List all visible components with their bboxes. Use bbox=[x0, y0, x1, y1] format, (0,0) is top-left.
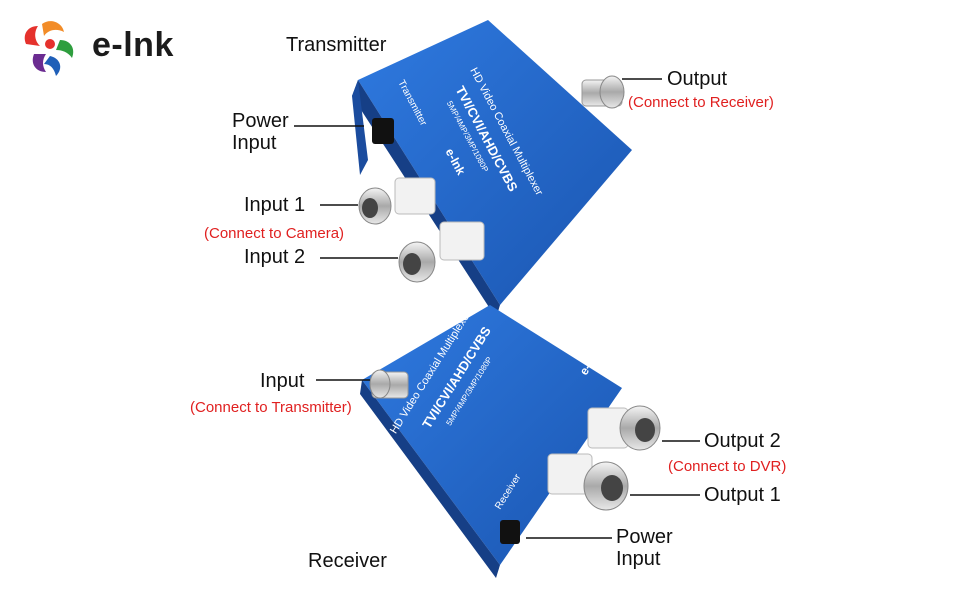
transmitter-output-label: Output bbox=[667, 68, 728, 90]
receiver-device: HD Video Coaxial Multiplexer TVI/CVI/AHD… bbox=[360, 305, 661, 578]
transmitter-output-note: (Connect to Receiver) bbox=[628, 94, 774, 111]
transmitter-power-label-line2: Input bbox=[232, 132, 277, 154]
receiver-output2-note: (Connect to DVR) bbox=[668, 458, 787, 475]
transmitter-title: Transmitter bbox=[286, 34, 387, 56]
transmitter-input1-connector bbox=[358, 177, 436, 225]
receiver-title: Receiver bbox=[308, 550, 387, 572]
receiver-output1-label: Output 1 bbox=[704, 484, 781, 506]
receiver-power-label: Power Input bbox=[616, 526, 673, 570]
leader-lines bbox=[294, 78, 700, 539]
receiver-output2-connector bbox=[587, 405, 661, 451]
receiver-power-label-line1: Power bbox=[616, 526, 673, 548]
receiver-input-connector bbox=[369, 369, 409, 399]
receiver-output1-connector bbox=[547, 453, 629, 511]
transmitter-device: HD Video Coaxial Multiplexer TVI/CVI/AHD… bbox=[352, 20, 632, 318]
transmitter-power-label-line1: Power bbox=[232, 110, 289, 132]
transmitter-input2-connector bbox=[398, 221, 485, 283]
receiver-input-label: Input bbox=[260, 370, 305, 392]
receiver-power-label-line2: Input bbox=[616, 548, 661, 570]
transmitter-input1-label: Input 1 bbox=[244, 194, 306, 216]
brand-name: e-lnk bbox=[92, 26, 174, 64]
transmitter-output-connector bbox=[581, 75, 625, 109]
receiver-output2-label: Output 2 bbox=[704, 430, 781, 452]
transmitter-input2-label: Input 2 bbox=[244, 246, 306, 268]
transmitter-power-label: Power Input bbox=[232, 110, 289, 154]
receiver-input-note: (Connect to Transmitter) bbox=[190, 399, 352, 416]
transmitter-input1-note: (Connect to Camera) bbox=[204, 225, 345, 242]
receiver-device-logo: e-lnk bbox=[577, 346, 604, 377]
